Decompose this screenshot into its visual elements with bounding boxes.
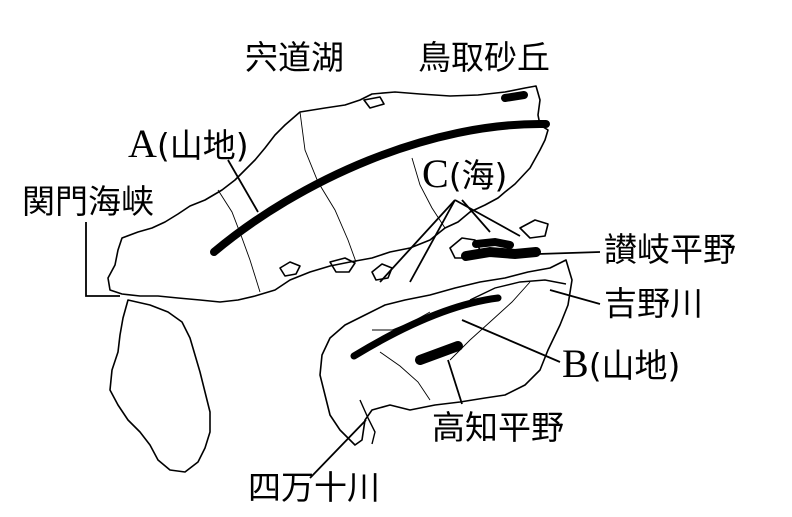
leader-shimanto	[309, 419, 367, 479]
mountain-b-text: (山地)	[588, 346, 681, 385]
sea-c-text: (海)	[448, 156, 508, 195]
shimanto-river-line	[359, 399, 376, 445]
tottori-dunes-mark	[501, 91, 528, 102]
mountain-range-a	[210, 119, 550, 256]
kyushu-outline	[109, 299, 211, 473]
kochi-plain-mark	[415, 341, 463, 365]
shimanto-river-label: 四万十川	[248, 468, 380, 507]
mountain-a-label: A(山地)	[128, 124, 249, 165]
leader-c-3	[454, 199, 521, 237]
kanmon-strait-label: 関門海峡	[22, 182, 154, 221]
yoshino-river-line	[469, 279, 567, 301]
shikoku-outline	[319, 259, 573, 446]
sanuki-plain-mark-2	[472, 237, 514, 249]
shinji-lake-label: 宍道湖	[245, 38, 344, 77]
topographic-features	[210, 91, 567, 445]
sea-c-letter: C	[422, 151, 449, 196]
leader-c-2	[409, 199, 456, 283]
mountain-a-text: (山地)	[156, 126, 249, 165]
sanuki-plain-label: 讃岐平野	[604, 230, 736, 269]
leader-c-4	[461, 199, 491, 233]
leader-kochi	[447, 359, 463, 405]
leader-c-1	[379, 199, 456, 283]
mountain-b-label: B(山地)	[562, 344, 681, 385]
tottori-dunes-label: 鳥取砂丘	[418, 38, 550, 77]
leader-sanuki	[537, 251, 601, 255]
chugoku-region-outline	[107, 85, 549, 303]
mountain-range-b	[350, 294, 502, 360]
mountain-b-letter: B	[562, 341, 589, 386]
leader-lines	[85, 159, 601, 479]
mountain-a-letter: A	[128, 121, 157, 166]
kochi-plain-label: 高知平野	[432, 408, 564, 447]
leader-yoshino	[549, 289, 601, 305]
sea-c-label: C(海)	[422, 154, 508, 195]
leader-a	[227, 159, 259, 213]
sanuki-plain-mark	[461, 246, 541, 261]
leader-kanmon	[85, 222, 120, 297]
yoshino-river-label: 吉野川	[604, 284, 703, 323]
leader-b	[461, 319, 561, 363]
